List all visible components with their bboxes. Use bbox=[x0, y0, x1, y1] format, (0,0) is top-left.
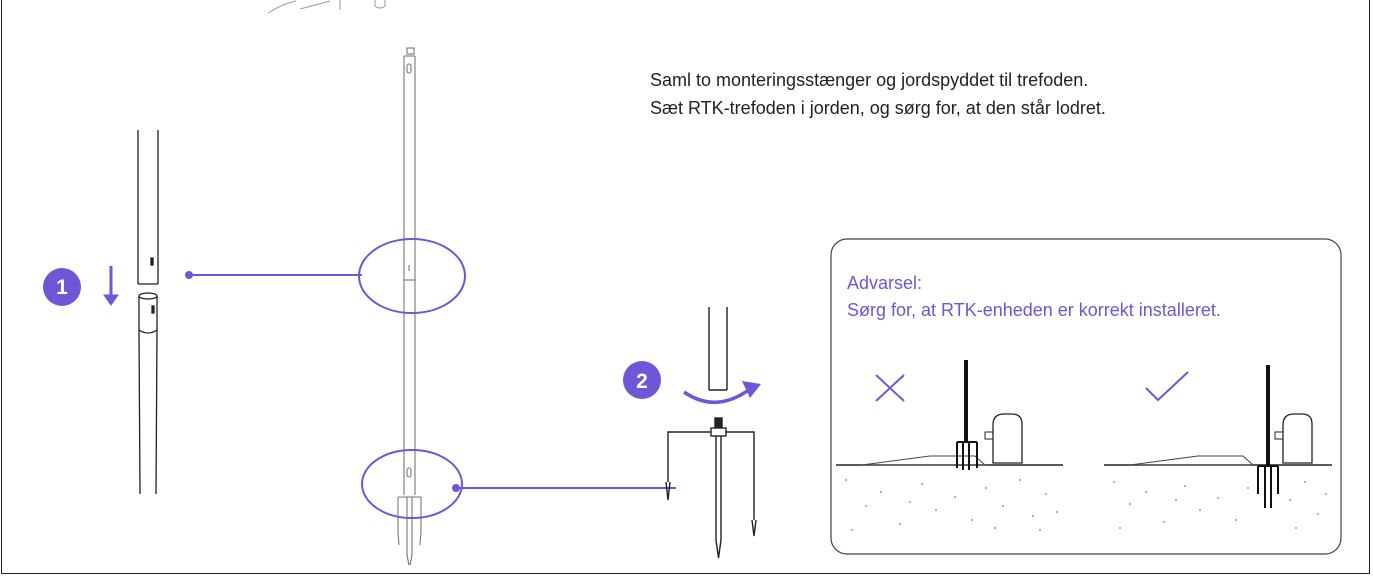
top-edge-sketch bbox=[267, 0, 386, 14]
instructions: Saml to monteringsstænger og jordspyddet… bbox=[650, 66, 1106, 122]
assembled-pole bbox=[397, 47, 422, 566]
instruction-line-2: Sæt RTK-trefoden i jorden, og sørg for, … bbox=[650, 98, 1106, 118]
warning-message: Advarsel: Sørg for, at RTK-enheden er ko… bbox=[847, 270, 1221, 324]
instruction-line-1: Saml to monteringsstænger og jordspyddet… bbox=[650, 70, 1089, 90]
highlight-spike bbox=[361, 449, 463, 519]
check-icon bbox=[1145, 371, 1189, 402]
ground-spike bbox=[665, 307, 757, 559]
warning-text: Sørg for, at RTK-enheden er korrekt inst… bbox=[847, 300, 1221, 320]
connector-line-2 bbox=[452, 484, 676, 492]
pole-segments bbox=[137, 130, 159, 495]
step-2-number: 2 bbox=[636, 370, 648, 393]
warning-title: Advarsel: bbox=[847, 273, 923, 293]
rotate-arrow-icon bbox=[683, 381, 761, 405]
cross-icon bbox=[875, 374, 905, 402]
warning-box bbox=[830, 238, 1342, 555]
step-1-badge: 1 bbox=[43, 268, 81, 306]
down-arrow-icon bbox=[103, 266, 119, 306]
step-1-number: 1 bbox=[56, 276, 68, 299]
step-2-badge: 2 bbox=[623, 361, 661, 399]
correct-installation bbox=[1104, 365, 1332, 529]
wrong-installation bbox=[836, 360, 1063, 531]
highlight-joint bbox=[358, 238, 466, 314]
connector-line-1 bbox=[185, 271, 362, 279]
